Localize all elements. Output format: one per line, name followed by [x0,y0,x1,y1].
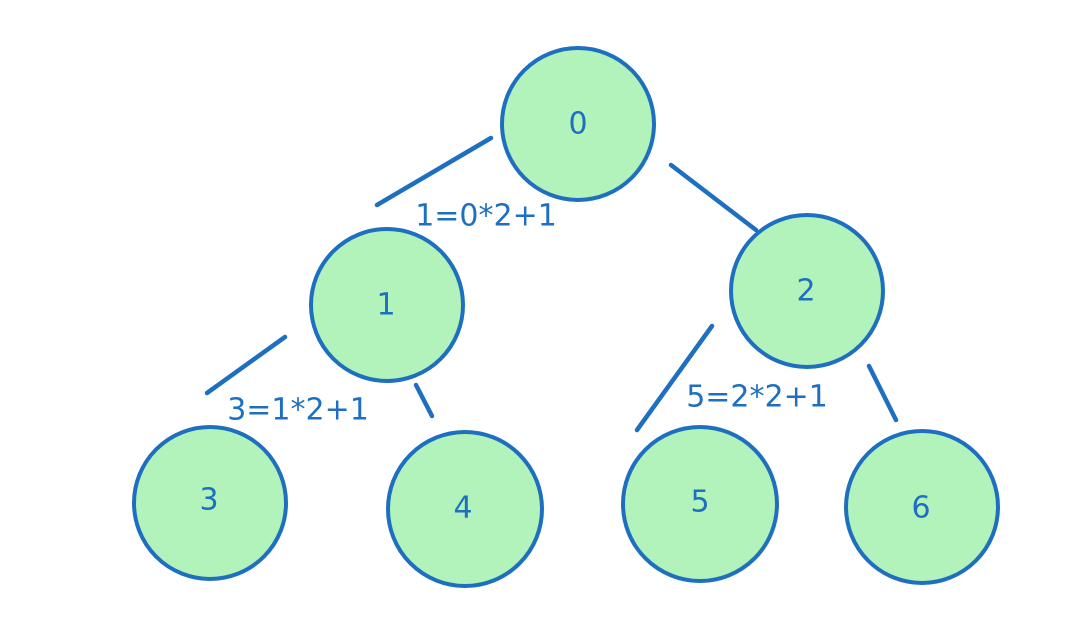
node-circle [386,430,544,588]
node-label: 2 [796,274,815,309]
node-circle [309,227,465,383]
edges-group [204,135,899,433]
node-label: 5 [690,485,709,520]
nodes-group: 0 1 2 3 4 5 6 [132,46,1000,588]
tree-node-5: 5 [621,425,779,583]
edge-0-2 [668,162,759,233]
edge-1-4 [413,382,435,419]
edge-0-1 [374,135,494,208]
formula-label-left-child-of-0: 1=0*2+1 [415,199,557,234]
node-circle [729,213,885,369]
node-circle [844,429,1000,585]
formula-label-left-child-of-1: 3=1*2+1 [227,393,369,428]
edge-2-6 [866,363,899,423]
tree-node-1: 1 [309,227,465,383]
tree-node-2: 2 [729,213,885,369]
edge-1-3 [204,334,288,396]
tree-node-4: 4 [386,430,544,588]
node-circle [500,46,656,202]
node-circle [132,425,288,581]
tree-node-6: 6 [844,429,1000,585]
tree-node-0: 0 [500,46,656,202]
tree-node-3: 3 [132,425,288,581]
node-label: 3 [199,483,218,518]
node-label: 0 [568,107,587,142]
node-label: 6 [911,491,930,526]
annotations-group: 1=0*2+1 3=1*2+1 5=2*2+1 [227,199,828,428]
node-label: 1 [376,288,395,323]
node-label: 4 [453,491,472,526]
node-circle [621,425,779,583]
edge-2-5 [634,323,715,433]
formula-label-left-child-of-2: 5=2*2+1 [686,380,828,415]
